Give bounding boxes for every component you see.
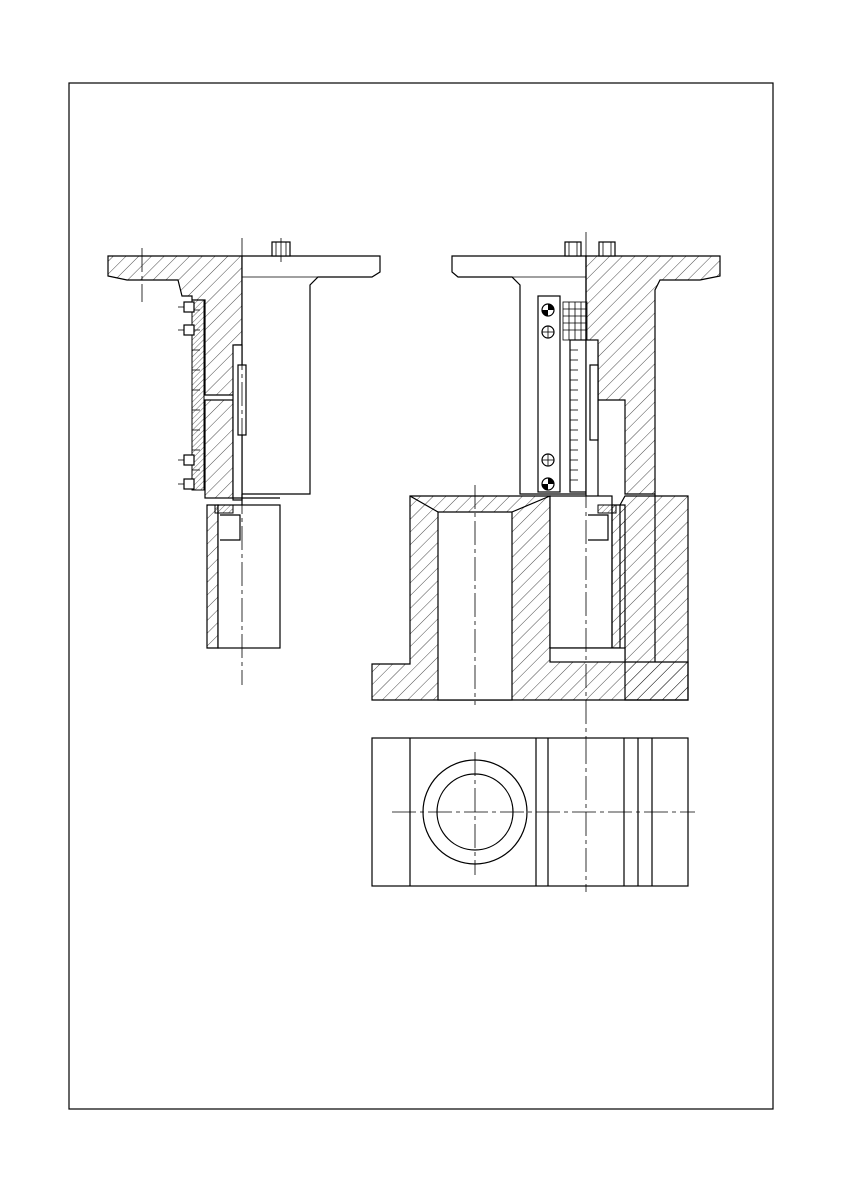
scale-ticks-left [192,309,200,471]
drawing-border [68,82,774,1110]
dotted-grid [562,301,588,341]
top-plan-view [371,737,695,892]
left-section-view [107,238,381,685]
side-screws-left [178,301,195,490]
right-section-view [371,232,721,740]
scale-ticks-right [570,349,578,481]
hole-symbols [541,303,555,491]
